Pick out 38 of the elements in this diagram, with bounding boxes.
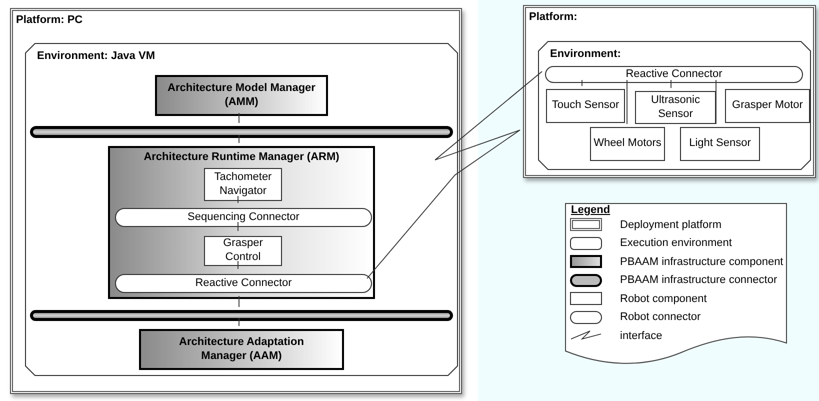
infrastructure-connector-bar (30, 126, 453, 138)
platform-title: Platform: PC (16, 13, 83, 28)
infrastructure-connector-bar (30, 310, 453, 321)
environment-title: Environment: (550, 47, 621, 62)
legend-text: Deployment platform (620, 218, 722, 232)
legend-title: Legend (571, 205, 610, 216)
connector-line (626, 80, 628, 124)
legend-text: interface (620, 328, 662, 344)
legend-text: PBAAM infrastructure component (620, 254, 784, 270)
environment-title: Environment: Java VM (37, 49, 155, 64)
infrastructure-component-box: Architecture Adaptation Manager (AAM) (139, 329, 344, 370)
connector-line (670, 80, 672, 88)
connector-pill: Sequencing Connector (115, 208, 372, 227)
connector-line (238, 134, 240, 144)
legend-text: Robot component (620, 292, 707, 306)
platform-box (10, 8, 462, 394)
legend-text: Execution environment (620, 236, 732, 251)
platform-box (523, 5, 816, 178)
component-box: Grasper Motor (725, 89, 810, 123)
component-box: Grasper Control (204, 236, 282, 266)
connector-line (238, 296, 240, 308)
connector-line (238, 112, 240, 124)
environment-box (25, 43, 458, 376)
infrastructure-component-box: Architecture Model Manager (AMM) (155, 75, 328, 116)
legend-text: Robot connector (620, 310, 701, 325)
component-box: Ultrasonic Sensor (635, 91, 716, 124)
environment-box (538, 41, 811, 170)
component-box: Tachometer Navigator (204, 168, 282, 201)
component-box: Wheel Motors (590, 127, 665, 161)
component-box: Touch Sensor (546, 89, 625, 123)
manager-title: Architecture Runtime Manager (ARM) (142, 150, 340, 165)
component-box: Light Sensor (680, 127, 760, 161)
platform-title: Platform: (529, 10, 578, 25)
connector-line (238, 318, 240, 326)
runtime-manager-box (108, 146, 375, 299)
connector-pill: Reactive Connector (545, 66, 803, 83)
legend-text: PBAAM infrastructure connector (620, 273, 778, 288)
connector-pill: Reactive Connector (115, 274, 372, 293)
